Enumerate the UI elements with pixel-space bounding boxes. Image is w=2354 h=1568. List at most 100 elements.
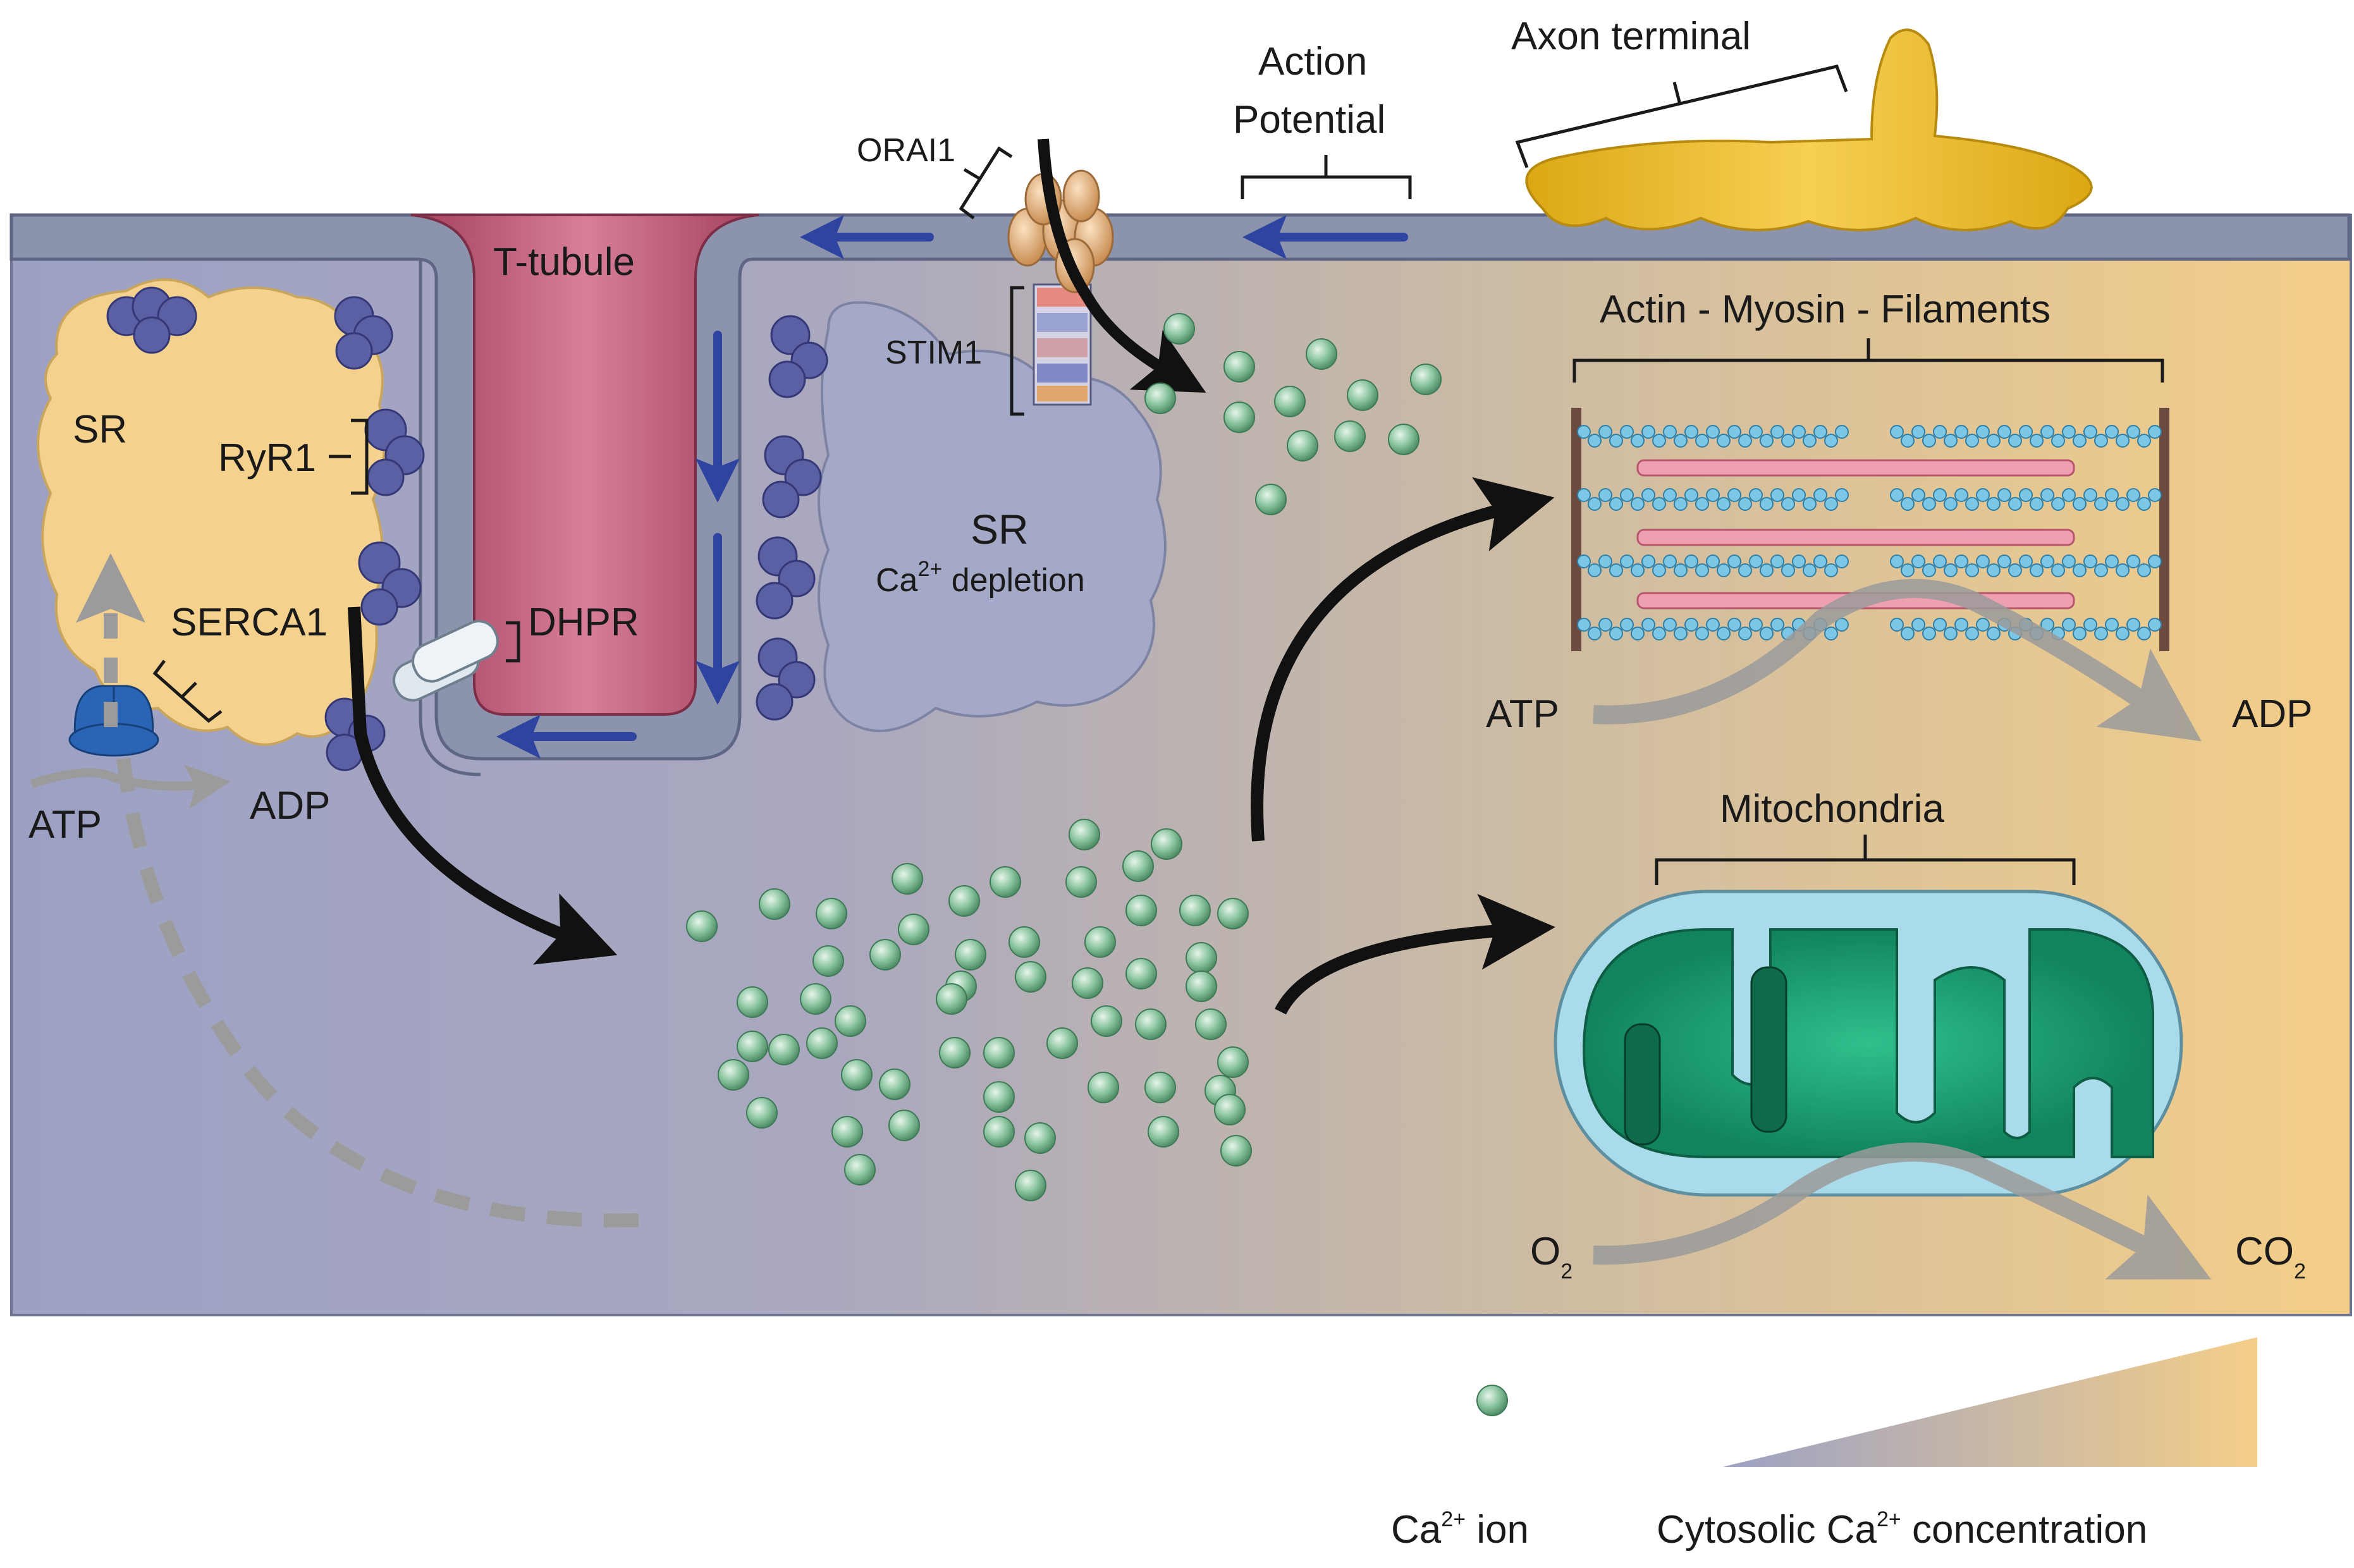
actin-myosin-filaments: [1571, 408, 2169, 651]
ca-ion: [1186, 942, 1217, 974]
ca-ion: [800, 983, 831, 1015]
ca-ion: [1072, 967, 1103, 999]
ryr1-cluster: [358, 541, 422, 626]
stim1-bracket: [1010, 286, 1024, 416]
dhpr-channel: [393, 620, 499, 702]
ca-ion: [1410, 364, 1442, 395]
ca-ion: [835, 1005, 866, 1037]
ca-ion: [1008, 926, 1040, 958]
ca-ion: [812, 945, 844, 977]
stim1-protein: [1033, 283, 1092, 406]
ca-ion: [1144, 1072, 1176, 1103]
actin-filament: [1577, 425, 1849, 448]
adp-right-label: ADP: [2232, 692, 2312, 736]
ca-ion: [1122, 850, 1154, 882]
sr-right: [818, 301, 1167, 732]
ca-ion: [1148, 1116, 1179, 1148]
filaments-atp-adp-arrow: [1593, 579, 2202, 742]
actin-filaments: [1577, 425, 2162, 640]
sr-right-label: SR: [971, 506, 1029, 553]
ca-ion: [1214, 1094, 1246, 1125]
action-potential-bracket: [1241, 175, 1412, 199]
ca-ion: [939, 1037, 971, 1069]
ca-ion: [768, 1034, 800, 1065]
action-potential-label-line1: Action: [1258, 40, 1367, 83]
mito-o2-co2-arrow: [1593, 1142, 2212, 1280]
orai1-label: ORAI1: [857, 132, 955, 169]
ca-ion: [1144, 383, 1176, 414]
mitochondria-label: Mitochondria: [1720, 787, 1944, 831]
actin-filament: [1577, 488, 1849, 511]
ca-ion: [844, 1154, 876, 1185]
atp-left-label: ATP: [28, 803, 102, 847]
actin-filament: [1890, 554, 2162, 577]
legend-concentration-wedge: [1723, 1337, 2257, 1467]
ca-ion: [936, 983, 967, 1015]
serca-return-dashed-path: [116, 757, 639, 1228]
adp-left-label: ADP: [250, 784, 330, 828]
ca-ion: [1388, 424, 1419, 455]
ca-ion: [1195, 1008, 1227, 1040]
ca-ion: [1125, 958, 1157, 989]
ca-ion: [1084, 926, 1116, 958]
ca-ion: [983, 1037, 1015, 1069]
ca-ion: [841, 1059, 873, 1091]
ca-ion: [888, 1110, 920, 1141]
ca-ion: [686, 910, 718, 942]
ca-ion: [983, 1081, 1015, 1113]
ca-ion: [1024, 1122, 1056, 1154]
depolarization-flow-arrows: [496, 215, 1408, 759]
dhpr-label: DHPR: [528, 601, 639, 644]
ca-ion: [1274, 386, 1306, 417]
ca-ion: [1015, 1170, 1046, 1201]
ca-ion: [746, 1097, 778, 1129]
legend-concentration-label: Cytosolic Ca2+ concentration: [1657, 1507, 2147, 1552]
to-filaments-arrow: [1251, 477, 1555, 842]
ryr1-channels: [106, 286, 828, 771]
t-tubule-label: T-tubule: [493, 240, 635, 284]
ca-ion: [1217, 898, 1249, 929]
actin-filament: [1890, 488, 2162, 511]
ca-ion: [1135, 1008, 1167, 1040]
ryr1-cluster: [106, 286, 197, 354]
ca-ion: [806, 1027, 838, 1059]
ryr1-cluster: [756, 536, 816, 620]
actin-filament: [1890, 425, 2162, 448]
orai1-bracket: [959, 146, 1013, 219]
ca-ion: [1179, 895, 1211, 926]
ca-ion: [1223, 351, 1255, 383]
legend-ca-ion-label: Ca2+ ion: [1391, 1507, 1529, 1552]
ca-ion: [898, 914, 929, 945]
ca-ion: [737, 986, 768, 1018]
ca-ion: [892, 863, 923, 895]
ca-ion: [955, 939, 986, 971]
calcium-ions: [686, 313, 1442, 1201]
ryr1-bracket: [351, 419, 369, 495]
ryr1-release-arrow: [348, 606, 618, 965]
ca-ion: [1347, 379, 1378, 411]
actin-filament: [1577, 554, 1849, 577]
ca-ion: [990, 866, 1021, 898]
mitochondrion: [1554, 890, 2183, 1197]
legend-ca-ion-icon: [1476, 1385, 1508, 1416]
sr-left-label: SR: [73, 408, 127, 451]
to-mitochondria-arrow: [1275, 893, 1555, 1015]
ca-ion: [1220, 1135, 1252, 1167]
ca-ion: [759, 888, 790, 920]
ca-ion: [1163, 313, 1195, 345]
ca-ion: [1306, 338, 1337, 370]
ca-ion: [1223, 401, 1255, 433]
ca-ion: [831, 1116, 863, 1148]
ca-ion: [1186, 971, 1217, 1002]
actin-myosin-label: Actin - Myosin - Filaments: [1600, 288, 2051, 331]
ryr1-cluster: [756, 637, 816, 721]
ca-ion: [737, 1031, 768, 1062]
ca-ion: [1046, 1027, 1078, 1059]
serca1-bracket: [152, 659, 223, 723]
ca-ion: [879, 1069, 910, 1100]
ca-ion: [983, 1116, 1015, 1148]
stim1-label: STIM1: [885, 334, 982, 371]
ca-ion: [948, 885, 980, 917]
